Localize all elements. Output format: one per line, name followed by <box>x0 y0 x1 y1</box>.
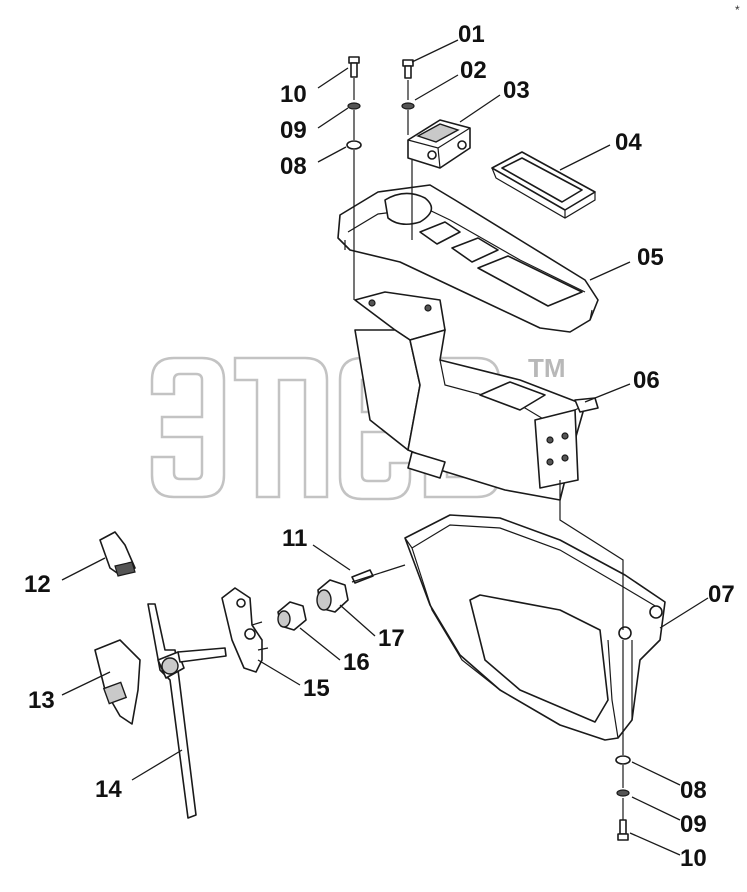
label-03: 03 <box>503 77 530 104</box>
part-06-console-frame <box>354 291 599 501</box>
leader-lines <box>61 39 709 856</box>
label-08-bottom: 08 <box>680 777 707 804</box>
corner-mark: * <box>735 3 740 17</box>
label-08-top: 08 <box>280 153 307 180</box>
label-09-top: 09 <box>280 117 307 144</box>
top-right-fastener-stack <box>401 59 415 240</box>
part-14-lever <box>147 603 227 819</box>
bottom-fastener-stack <box>559 480 631 841</box>
label-12: 12 <box>24 571 51 598</box>
label-10-bottom: 10 <box>680 845 707 872</box>
label-16: 16 <box>343 649 370 676</box>
part-07-side-cover <box>404 514 666 741</box>
part-15-bracket <box>221 587 269 673</box>
top-left-fastener-stack <box>346 56 362 300</box>
label-13: 13 <box>28 687 55 714</box>
part-12-knob <box>99 531 136 577</box>
label-02: 02 <box>460 57 487 84</box>
label-17: 17 <box>378 625 405 652</box>
label-06: 06 <box>633 367 660 394</box>
part-03-switch-block <box>407 119 471 169</box>
trademark-label: TM <box>528 353 566 383</box>
label-10-top: 10 <box>280 81 307 108</box>
part-number-labels: 01 02 03 04 05 06 07 10 09 08 08 09 10 1… <box>24 21 735 872</box>
part-16-spacer <box>277 601 307 631</box>
label-01: 01 <box>458 21 485 48</box>
label-07: 07 <box>708 581 735 608</box>
label-14: 14 <box>95 776 122 803</box>
label-09-bottom: 09 <box>680 811 707 838</box>
label-11: 11 <box>282 525 307 552</box>
part-04-tray-insert <box>491 151 596 219</box>
label-04: 04 <box>615 129 642 156</box>
label-05: 05 <box>637 244 664 271</box>
part-17-bushing <box>316 579 349 613</box>
part-13-cover <box>94 639 141 725</box>
label-15: 15 <box>303 675 330 702</box>
part-05-console-cover <box>337 184 599 333</box>
